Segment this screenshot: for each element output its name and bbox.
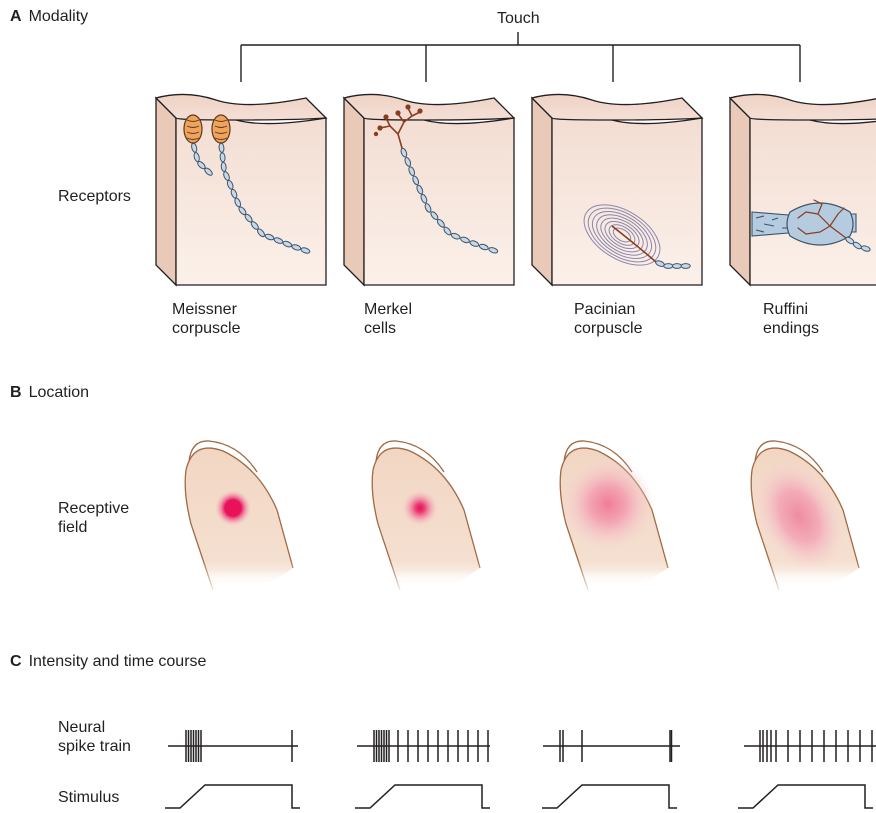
skin-block-1 xyxy=(156,94,326,285)
finger-fade xyxy=(556,560,672,596)
receptive-field-small xyxy=(402,490,438,526)
skin-block-side xyxy=(532,98,552,285)
axon-bead xyxy=(219,143,225,153)
skin-block-4 xyxy=(730,94,876,285)
axon-bead xyxy=(672,264,681,269)
skin-block-top xyxy=(532,94,702,120)
skin-block-front xyxy=(750,115,876,285)
spike-train-3 xyxy=(543,730,680,762)
skin-blocks xyxy=(156,94,876,285)
finger-fade xyxy=(747,560,863,596)
stimulus-trace-1 xyxy=(165,785,300,808)
fingertip-2 xyxy=(368,441,484,596)
skin-block-side xyxy=(156,98,176,285)
axon-bead xyxy=(681,264,690,269)
fingertip-4 xyxy=(736,441,863,596)
axon-bead xyxy=(220,152,226,162)
fingertip-3 xyxy=(556,441,672,596)
meissner-capsule-right xyxy=(212,115,230,143)
finger-fade xyxy=(368,560,484,596)
fingertips xyxy=(181,441,863,596)
stimulus-trace-4 xyxy=(738,785,873,808)
modality-tree xyxy=(241,32,800,82)
skin-block-front xyxy=(552,115,702,285)
spike-trains xyxy=(168,730,876,762)
skin-block-2 xyxy=(344,94,514,285)
spike-train-1 xyxy=(168,730,298,762)
finger-fade xyxy=(181,560,297,596)
skin-block-front xyxy=(364,115,514,285)
receptive-field-small xyxy=(215,490,251,526)
stimuli xyxy=(165,785,873,808)
skin-block-side xyxy=(730,98,750,285)
axon-bead xyxy=(664,264,673,269)
spike-train-2 xyxy=(357,730,490,762)
stimulus-trace-2 xyxy=(355,785,490,808)
axon-bead xyxy=(221,162,227,172)
stimulus-trace-3 xyxy=(542,785,677,808)
skin-block-top xyxy=(730,94,876,120)
skin-block-top xyxy=(156,94,326,120)
fingertip-1 xyxy=(181,441,297,596)
skin-block-top xyxy=(344,94,514,120)
spike-train-4 xyxy=(744,730,876,762)
receptive-field-large xyxy=(562,458,654,550)
skin-block-side xyxy=(344,98,364,285)
meissner-capsule-left xyxy=(184,115,202,143)
